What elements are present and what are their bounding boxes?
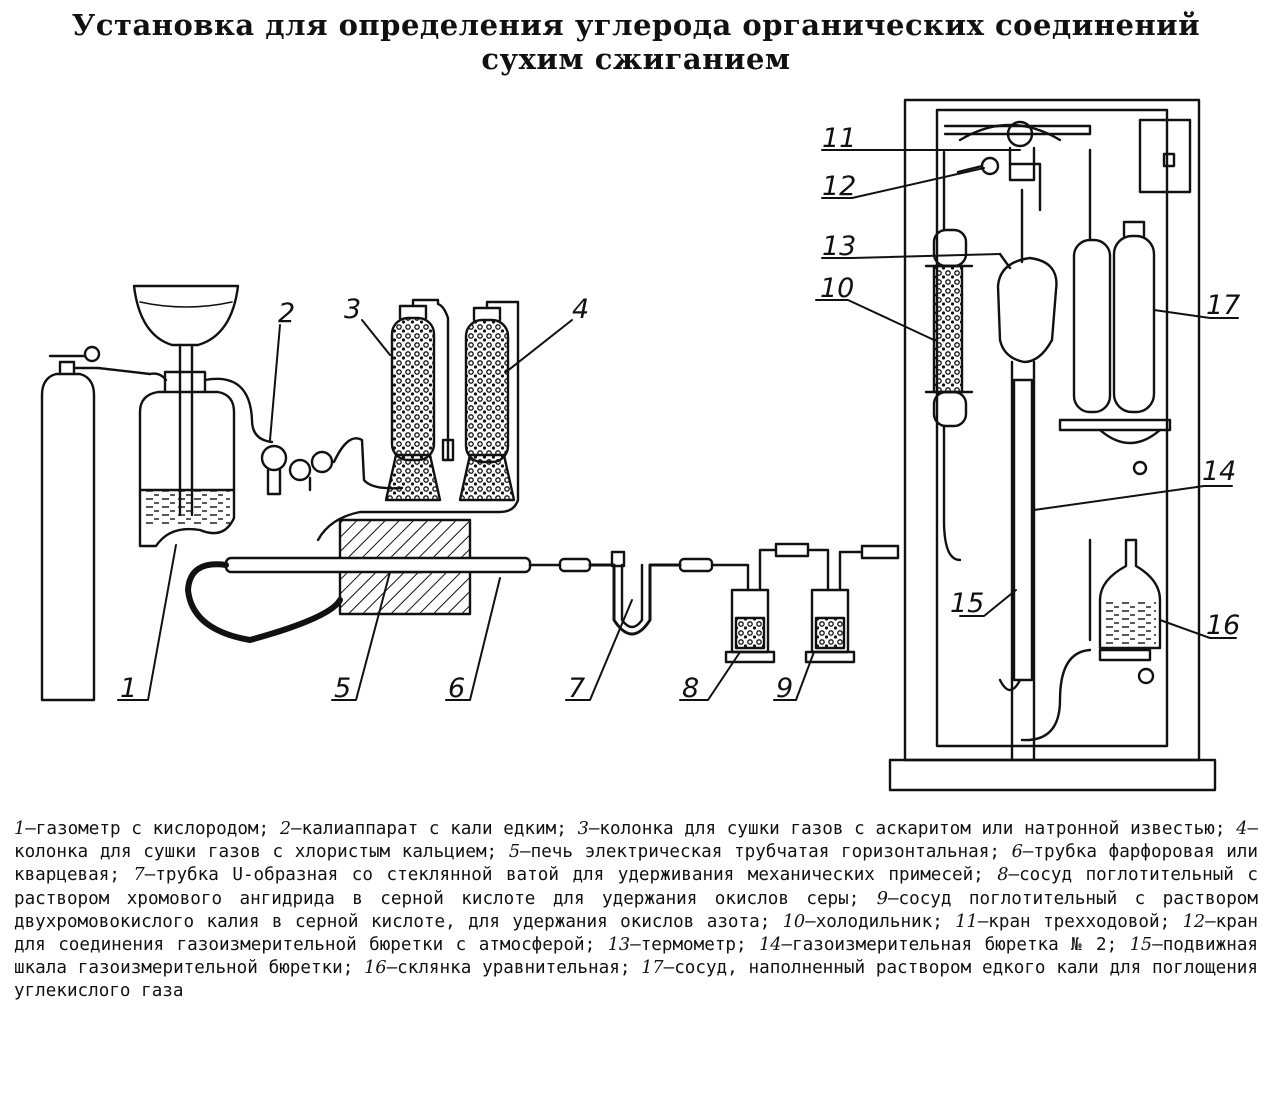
label-4: 4 bbox=[572, 294, 589, 325]
label-8: 8 bbox=[682, 673, 699, 704]
legend-number: 14 bbox=[759, 935, 782, 956]
label-15: 15 bbox=[950, 588, 984, 619]
legend-text: кран трехходовой bbox=[988, 911, 1160, 932]
thermometer-and-burette bbox=[996, 188, 1152, 762]
u-tube-glass-wool bbox=[558, 550, 714, 636]
legend-item-3: 3—колонка для сушки газов с аскаритом ил… bbox=[577, 819, 1237, 839]
legend-number: 2 bbox=[279, 819, 292, 839]
legend-text: термометр bbox=[640, 935, 737, 956]
label-7: 7 bbox=[568, 673, 585, 704]
legend-item-9: 9—сосуд поглотительный с раствором двухр… bbox=[14, 888, 1258, 932]
figure-caption-legend: 1—газометр с кислородом; 2—калиаппарат с… bbox=[14, 818, 1258, 1004]
legend-number: 10 bbox=[782, 911, 806, 932]
figure-title-line1: Установка для определения углерода орган… bbox=[71, 8, 1201, 42]
legend-text: трубка U-образная со стеклянной ватой дл… bbox=[155, 865, 974, 886]
legend-number: 13 bbox=[607, 935, 631, 956]
legend-item-12: 12—кран для соединения газоизмерительной… bbox=[14, 911, 1259, 956]
legend-number: 16 bbox=[364, 958, 387, 979]
drying-column-ascarite bbox=[384, 298, 455, 502]
legend-item-8: 8—сосуд поглотительный с раствором хромо… bbox=[14, 865, 1258, 909]
legend-text: склянка уравнительная bbox=[397, 958, 620, 979]
legend-item-16: 16—склянка уравнительная; bbox=[364, 958, 642, 979]
legend-number: 3 bbox=[577, 819, 589, 839]
label-9: 9 bbox=[776, 673, 793, 704]
legend-text: колонка для сушки газов с хлористым каль… bbox=[14, 842, 487, 863]
legend-item-17: 17—сосуд, наполненный раствором едкого к… bbox=[14, 958, 1258, 1002]
legend-number: 9 bbox=[876, 888, 888, 909]
legend-item-13: 13—термометр; bbox=[607, 935, 760, 956]
label-leader-lines bbox=[117, 149, 1239, 701]
legend-number: 4 bbox=[1236, 819, 1248, 839]
legend-text: газометр с кислородом bbox=[35, 819, 259, 839]
legend-number: 6 bbox=[1011, 842, 1023, 863]
legend-item-5: 5—печь электрическая трубчатая горизонта… bbox=[508, 842, 1012, 863]
legend-number: 5 bbox=[508, 842, 521, 863]
legend-item-4: 4—колонка для сушки газов с хлористым ка… bbox=[14, 819, 1258, 863]
oxygen-cylinder bbox=[40, 345, 152, 702]
label-17: 17 bbox=[1206, 290, 1240, 321]
legend-text: сосуд, наполненный раствором едкого кали… bbox=[14, 958, 1258, 1002]
label-13: 13 bbox=[822, 231, 856, 262]
legend-number: 7 bbox=[133, 865, 145, 886]
three-way-tap bbox=[943, 120, 1092, 212]
legend-text: подвижная шкала газоизмерительной бюретк… bbox=[14, 935, 1259, 979]
label-16: 16 bbox=[1206, 610, 1240, 641]
legend-text: сосуд поглотительный с раствором хромово… bbox=[14, 865, 1258, 909]
label-12: 12 bbox=[822, 171, 856, 202]
label-11: 11 bbox=[822, 123, 856, 154]
label-1: 1 bbox=[120, 673, 137, 704]
label-2: 2 bbox=[278, 298, 295, 329]
legend-number: 11 bbox=[955, 911, 978, 932]
legend-number: 15 bbox=[1129, 935, 1153, 956]
legend-item-14: 14—газоизмерительная бюретка № 2; bbox=[759, 935, 1130, 956]
legend-text: калиаппарат с кали едким bbox=[301, 819, 557, 839]
legend-text: сосуд поглотительный с раствором двухром… bbox=[14, 888, 1258, 932]
legend-text: печь электрическая трубчатая горизонталь… bbox=[530, 842, 990, 863]
legend-item-6: 6—трубка фарфоровая или кварцевая; bbox=[14, 842, 1258, 886]
part-number-labels: 1 2 3 4 5 6 7 8 9 10 11 12 13 14 15 16 1… bbox=[120, 123, 1240, 704]
label-6: 6 bbox=[448, 673, 465, 704]
legend-number: 8 bbox=[997, 865, 1009, 886]
legend-text: газоизмерительная бюретка № 2 bbox=[792, 935, 1107, 956]
absorption-vessel-9 bbox=[804, 544, 900, 664]
legend-number: 12 bbox=[1182, 911, 1206, 932]
legend-text: холодильник bbox=[815, 911, 933, 932]
legend-text: колонка для сушки газов с аскаритом или … bbox=[599, 819, 1215, 839]
legend-text: кран для соединения газоизмерительной бю… bbox=[14, 911, 1259, 956]
legend-item-10: 10—холодильник; bbox=[782, 911, 956, 932]
legend-item-7: 7—трубка U-образная со стеклянной ватой … bbox=[133, 865, 998, 886]
burette-stand bbox=[888, 98, 1217, 792]
potash-bulb-apparatus bbox=[260, 437, 404, 496]
figure-title-line2: сухим сжиганием bbox=[481, 42, 791, 76]
legend-item-15: 15—подвижная шкала газоизмерительной бюр… bbox=[14, 935, 1259, 979]
legend-item-1: 1—газометр с кислородом; bbox=[14, 819, 280, 839]
legend-number: 17 bbox=[641, 958, 664, 979]
label-5: 5 bbox=[334, 673, 351, 704]
condenser bbox=[924, 150, 974, 562]
absorption-vessel-koh bbox=[1058, 148, 1172, 476]
legend-item-11: 11—кран трехходовой; bbox=[955, 911, 1183, 932]
combustion-tube bbox=[185, 556, 562, 643]
legend-text: трубка фарфоровая или кварцевая bbox=[14, 842, 1258, 886]
gasometer bbox=[132, 284, 274, 548]
apparatus-diagram: 1 2 3 4 5 6 7 8 9 10 11 12 13 14 15 16 1… bbox=[40, 98, 1240, 792]
label-14: 14 bbox=[1202, 456, 1236, 487]
legend-number: 1 bbox=[14, 819, 26, 839]
label-3: 3 bbox=[344, 294, 361, 325]
drying-column-calcium-chloride bbox=[316, 300, 520, 542]
legend-item-2: 2—калиаппарат с кали едким; bbox=[279, 819, 578, 839]
label-10: 10 bbox=[820, 273, 854, 304]
absorption-vessel-8 bbox=[710, 542, 810, 664]
leveling-bottle bbox=[1088, 538, 1162, 685]
